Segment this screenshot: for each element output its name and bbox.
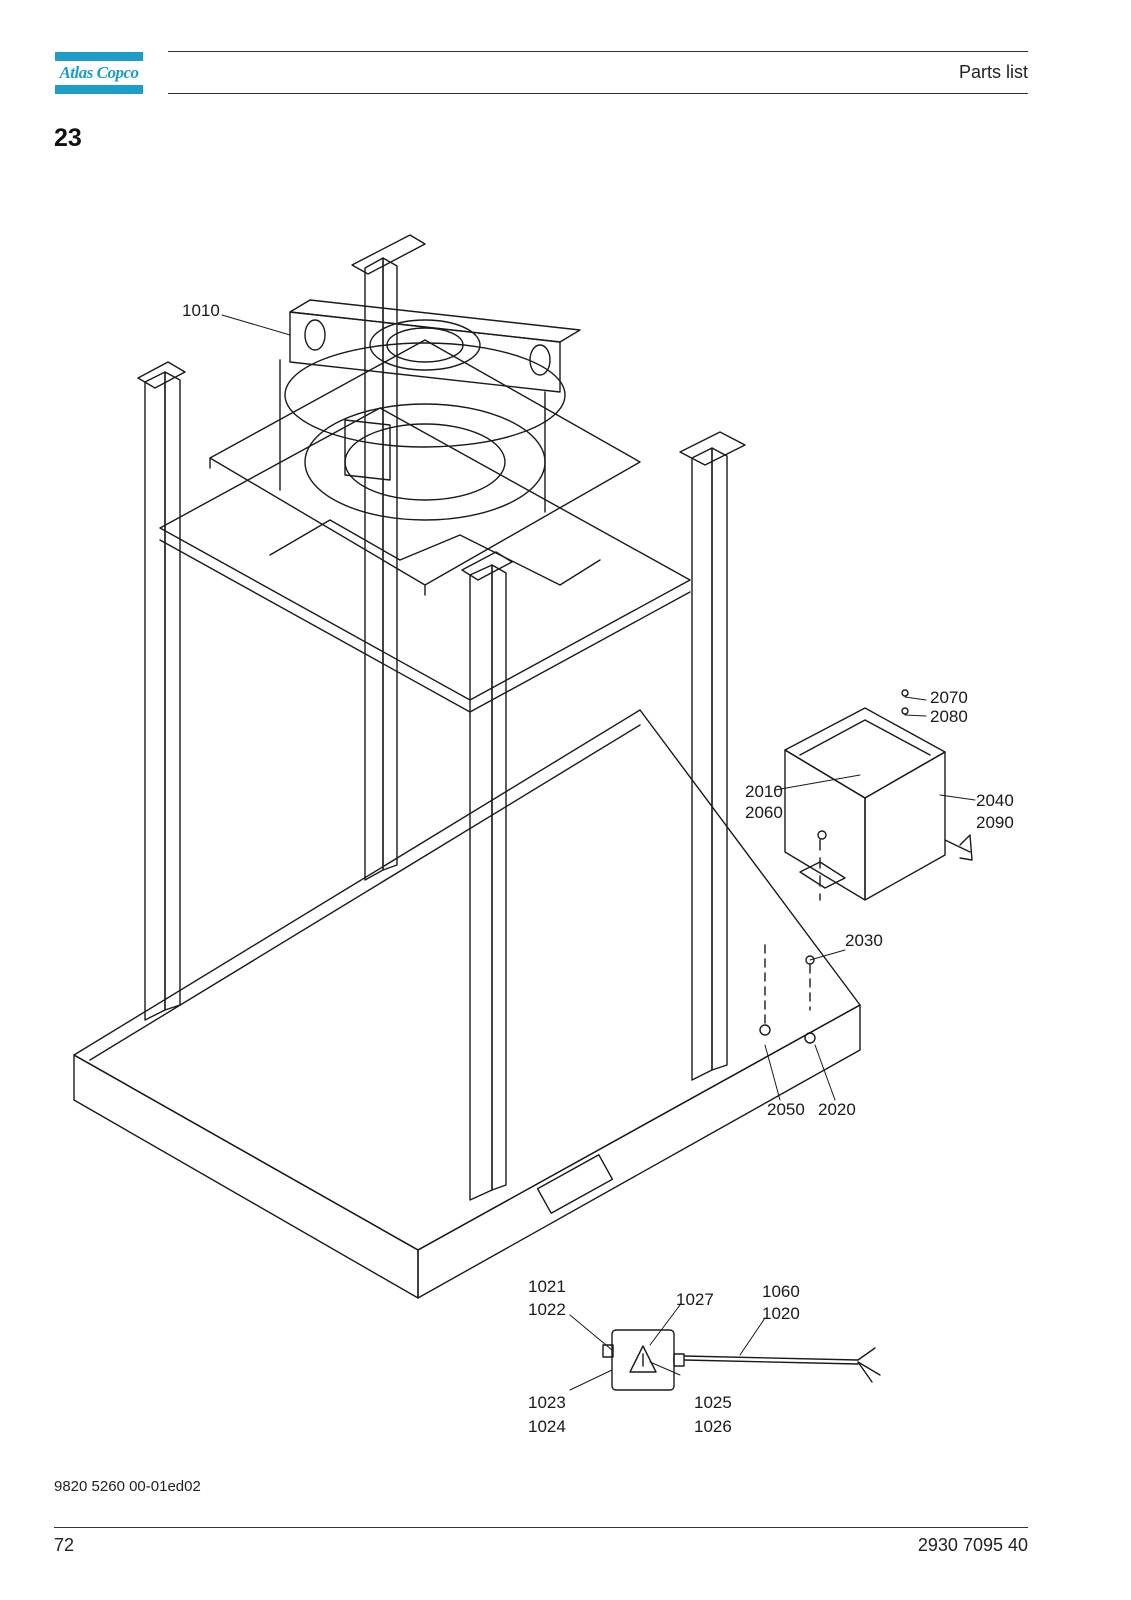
callout-1025: 1025	[694, 1393, 732, 1412]
callout-2030: 2030	[845, 931, 883, 950]
callout-1060: 1060	[762, 1282, 800, 1301]
callout-1024: 1024	[528, 1417, 566, 1436]
callout-2050: 2050	[767, 1100, 805, 1119]
callout-1022: 1022	[528, 1300, 566, 1319]
logo-text: Atlas Copco	[59, 63, 139, 82]
leader-lines	[221, 314, 976, 1391]
atlas-copco-logo: Atlas Copco	[55, 52, 143, 94]
callout-1023: 1023	[528, 1393, 566, 1412]
upper-frame	[159, 407, 691, 713]
cover-box	[784, 707, 946, 901]
callout-2020: 2020	[818, 1100, 856, 1119]
callout-1027: 1027	[676, 1290, 714, 1309]
header-rule-bottom	[168, 93, 1028, 94]
fasteners	[759, 689, 973, 1044]
frame-posts	[137, 234, 746, 1201]
callout-1010: 1010	[182, 301, 220, 320]
page-header-title: Parts list	[958, 62, 1028, 82]
fan-assembly	[209, 299, 641, 596]
document-code: 9820 5260 00-01ed02	[54, 1478, 201, 1495]
callout-2070: 2070	[930, 688, 968, 707]
callout-2080: 2080	[930, 707, 968, 726]
callout-2090: 2090	[976, 813, 1014, 832]
section-number: 23	[54, 124, 82, 152]
header-rule-top	[168, 51, 1028, 52]
callout-1020: 1020	[762, 1304, 800, 1323]
callout-2060: 2060	[745, 803, 783, 822]
base-frame	[73, 709, 861, 1299]
callout-1021: 1021	[528, 1277, 566, 1296]
callout-2040: 2040	[976, 791, 1014, 810]
callout-1026: 1026	[694, 1417, 732, 1436]
junction-box	[602, 1329, 881, 1391]
callout-2010: 2010	[745, 782, 783, 801]
logo-bar-top	[55, 52, 143, 61]
footer-rule	[54, 1527, 1028, 1528]
logo-bar-bottom	[55, 85, 143, 94]
part-number: 2930 7095 40	[917, 1535, 1028, 1555]
page-number: 72	[54, 1535, 75, 1555]
